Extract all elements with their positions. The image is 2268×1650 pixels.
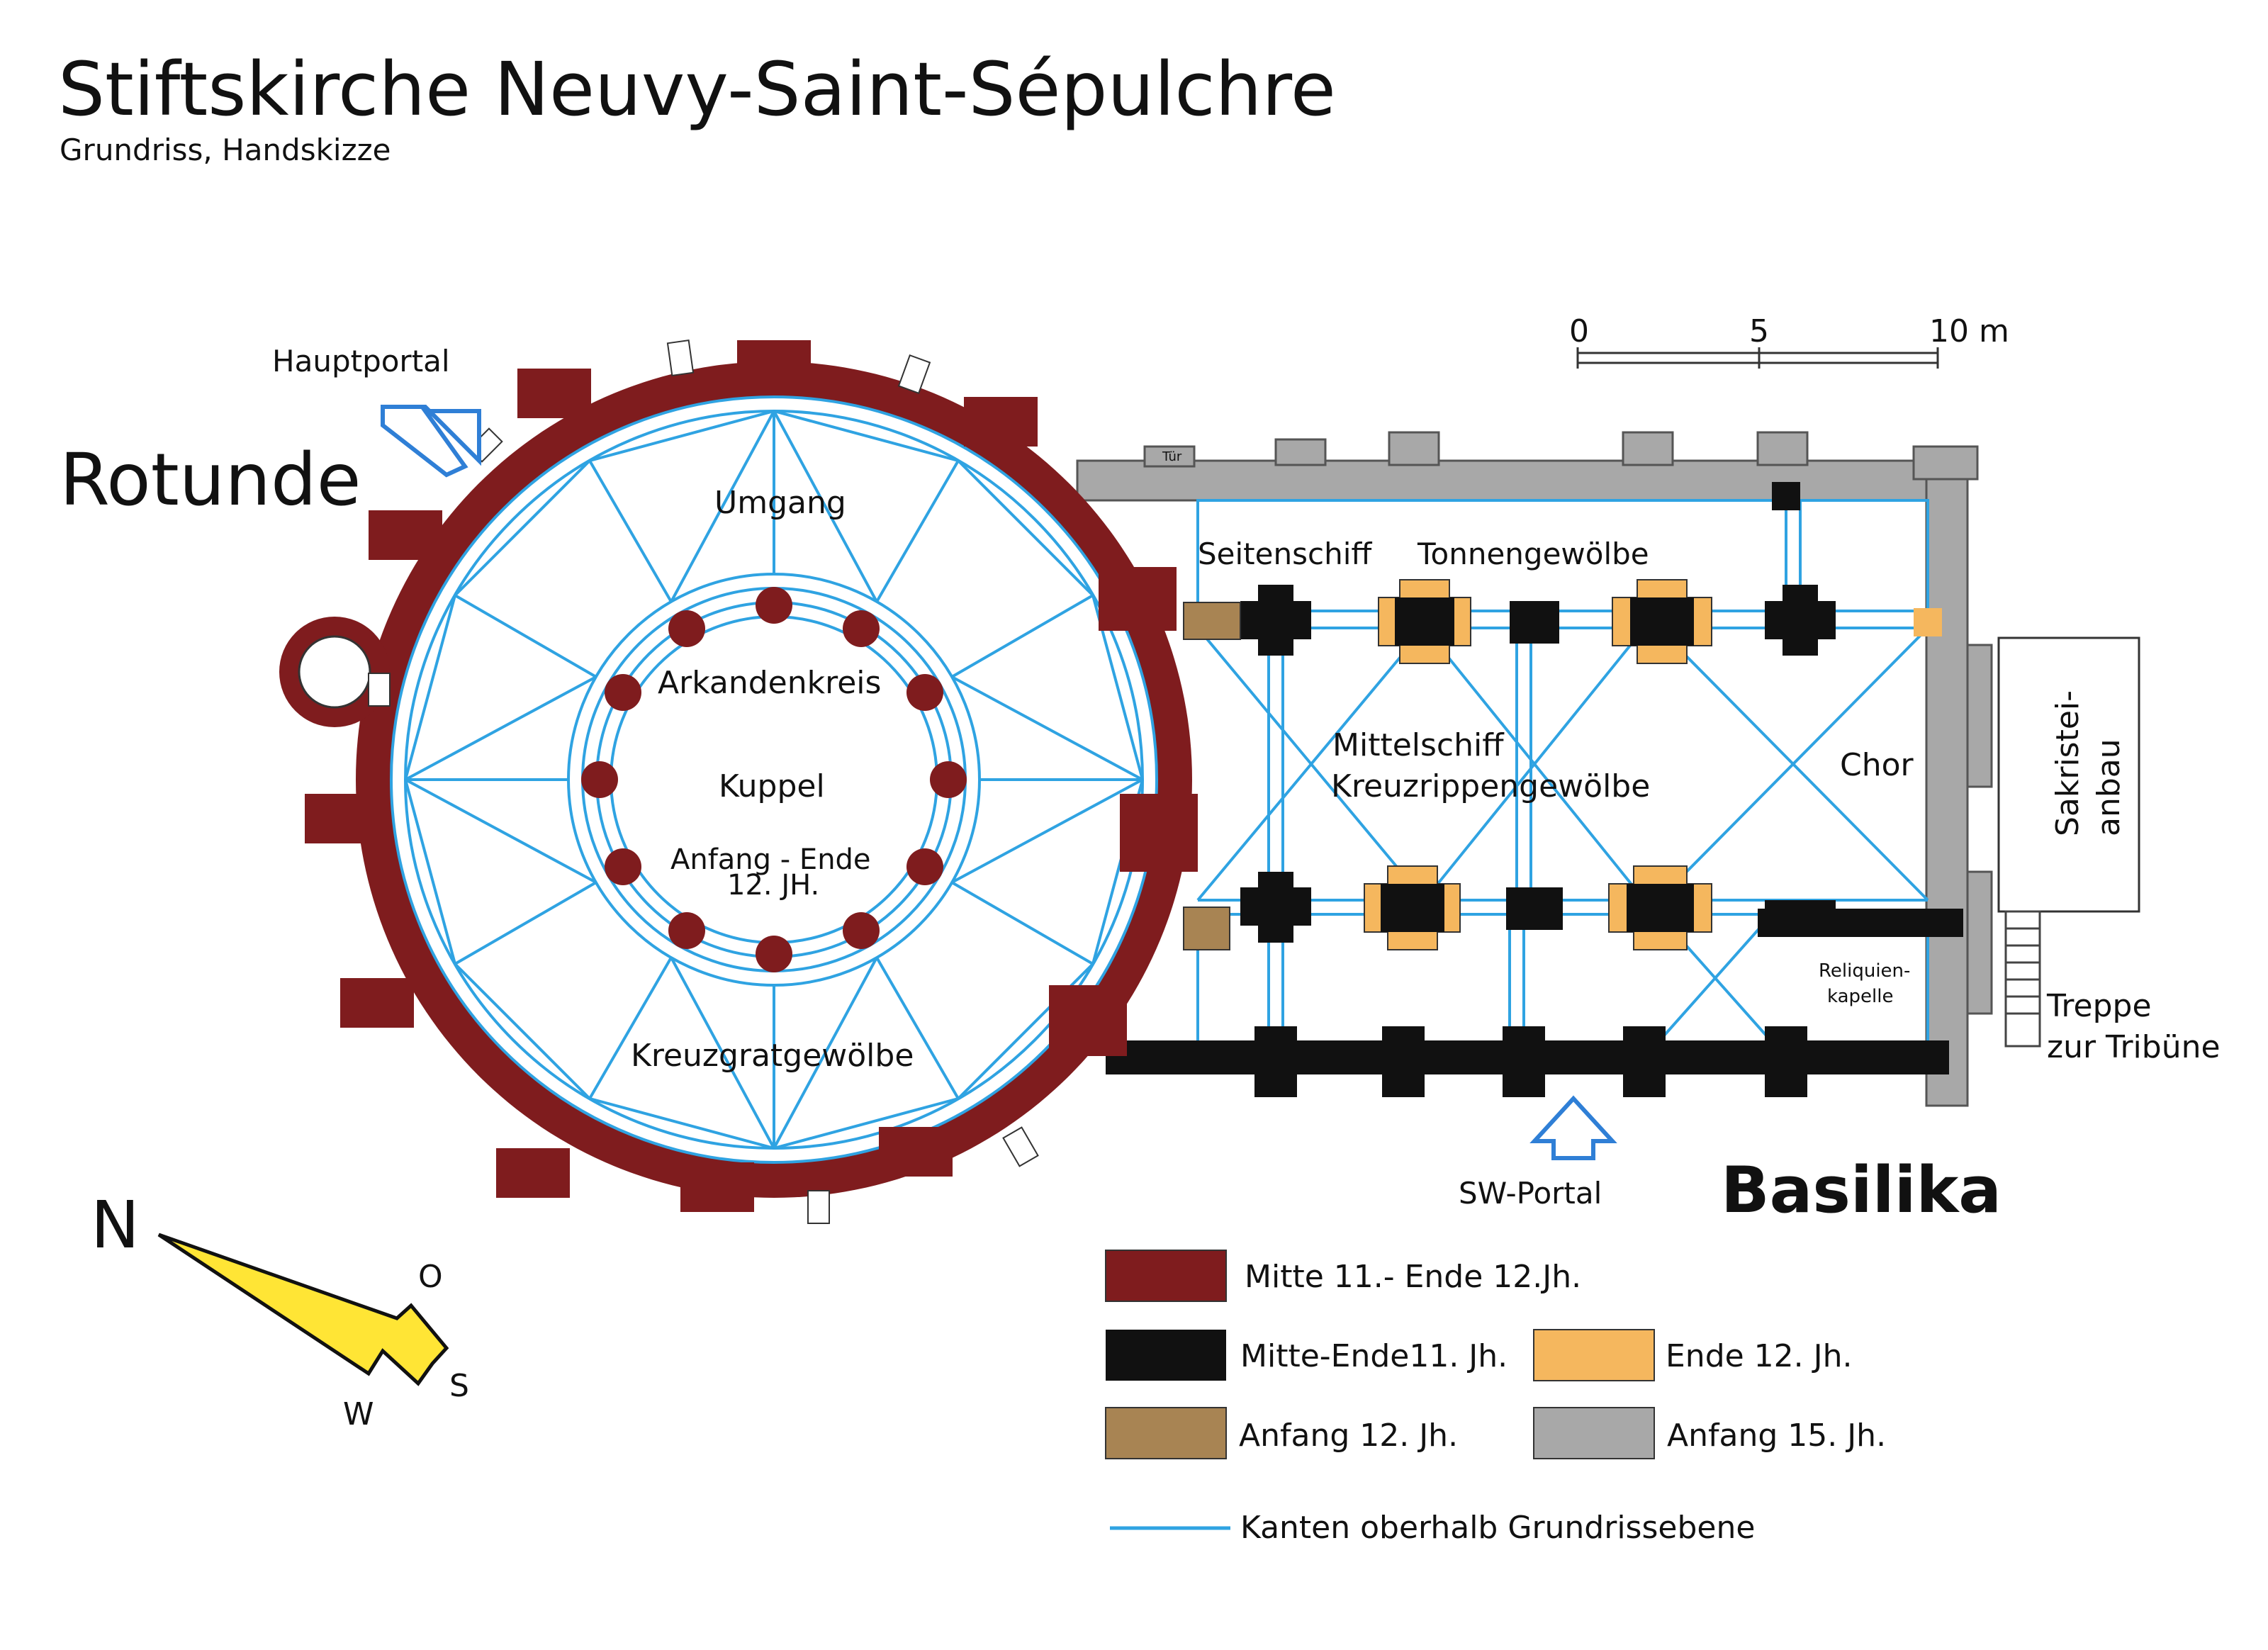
reliquien-label-2: kapelle [1827, 986, 1893, 1007]
legend-swatch-orange [1533, 1329, 1655, 1381]
chor-label: Chor [1840, 747, 1914, 783]
arkaden-label: Arkandenkreis [658, 665, 881, 701]
basilika-title: Basilika [1721, 1153, 2002, 1228]
legend-swatch-gray [1533, 1407, 1655, 1459]
kuppel-label: Kuppel [719, 768, 825, 804]
legend-label-black: Mitte-Ende11. Jh. [1240, 1338, 1508, 1374]
legend-label-red: Mitte 11.- Ende 12.Jh. [1245, 1259, 1581, 1295]
mittelschiff-label: Mittelschiff [1332, 727, 1505, 763]
scale-bar [1576, 347, 1939, 369]
basilika-brown-walls [1183, 602, 1241, 950]
treppe-label-1: Treppe [2046, 988, 2152, 1024]
compass-o-label: O [418, 1259, 443, 1295]
rotunde-outer-wall [279, 361, 1192, 1198]
main-portal-label: Hauptportal [272, 344, 450, 378]
scale-label-10: 10 m [1929, 313, 2009, 349]
tur-label: Tür [1162, 449, 1182, 464]
treppe-label-2: zur Tribüne [2047, 1029, 2221, 1065]
basilika-black-walls [1106, 482, 1963, 1097]
page-title: Stiftskirche Neuvy-Saint-Sépulchre [58, 46, 1336, 133]
compass-n-label: N [91, 1187, 140, 1263]
basilika-outer-walls [1076, 431, 1993, 1107]
kreuzrippen-label: Kreuzrippengewölbe [1331, 768, 1650, 804]
legend: Mitte 11.- Ende 12.Jh. Mitte-Ende11. Jh.… [1105, 1250, 1886, 1546]
legend-swatch-black [1106, 1330, 1226, 1381]
rotunde-title: Rotunde [60, 438, 361, 522]
legend-swatch-red [1105, 1250, 1227, 1302]
compass-w-label: W [343, 1396, 374, 1432]
sw-portal-arrow-icon [1529, 1095, 1617, 1160]
stair-icon [2004, 910, 2041, 1048]
dating-label-2: 12. JH. [727, 869, 819, 902]
umgang-label: Umgang [714, 485, 846, 521]
scale-label-0: 0 [1569, 313, 1589, 349]
legend-label-gray: Anfang 15. Jh. [1667, 1418, 1886, 1454]
scale-label-5: 5 [1749, 313, 1769, 349]
sw-portal-label: SW-Portal [1459, 1176, 1602, 1211]
sakristei-label-1: Sakristei- [2050, 690, 2086, 836]
compass-needle-icon [157, 1233, 449, 1386]
compass-s-label: S [449, 1368, 469, 1404]
rotunde-buttresses [305, 340, 1198, 1212]
sakristei-label-2: anbau [2091, 739, 2127, 836]
reliquien-label-1: Reliquien- [1819, 960, 1910, 982]
seitenschiff-label: Seitenschiff [1198, 537, 1372, 571]
rotunde-vault-edges [390, 395, 1158, 1164]
legend-label-brown: Anfang 12. Jh. [1239, 1418, 1458, 1454]
kreuzgrat-label: Kreuzgratgewölbe [631, 1038, 914, 1074]
sakristei-annex [1997, 636, 2140, 913]
page-subtitle: Grundriss, Handskizze [60, 133, 391, 167]
main-portal-arrow-icon [381, 405, 481, 478]
arcade-columns [581, 587, 967, 972]
tonnengewoelbe-label: Tonnengewölbe [1417, 537, 1649, 571]
legend-label-blue-line: Kanten oberhalb Grundrissebene [1240, 1510, 1755, 1546]
legend-swatch-brown [1105, 1407, 1227, 1459]
basilika-orange-piers [1364, 579, 1942, 950]
legend-label-orange: Ende 12. Jh. [1666, 1338, 1852, 1374]
dating-label-1: Anfang - Ende [670, 843, 871, 876]
